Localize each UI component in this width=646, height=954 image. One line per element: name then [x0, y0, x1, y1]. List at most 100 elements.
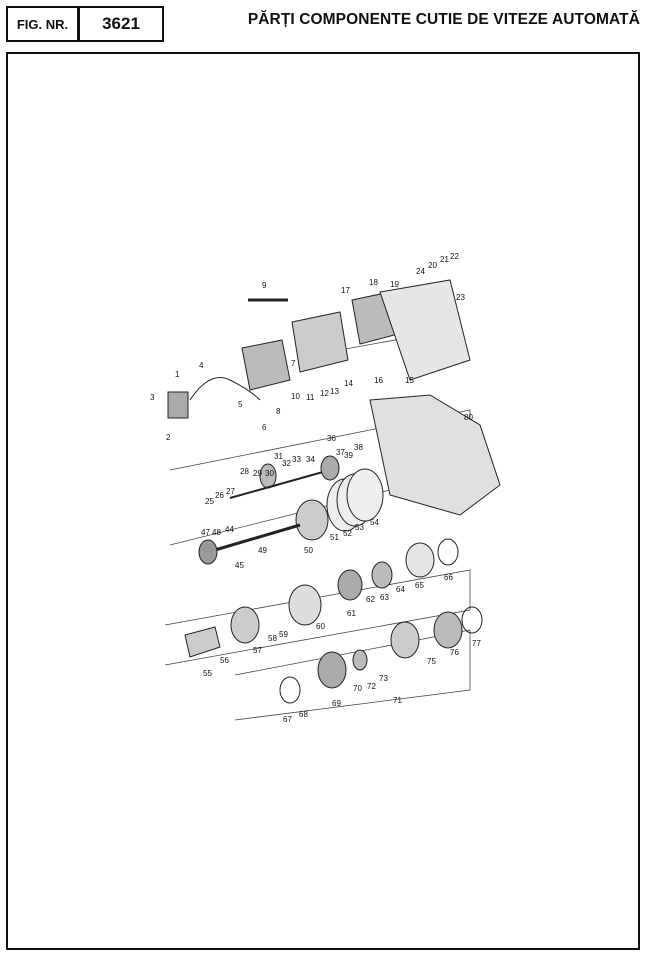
shaft-49 — [214, 523, 301, 552]
callout: 7 — [291, 359, 296, 368]
callout: 50 — [304, 546, 313, 555]
callout: 14 — [344, 379, 353, 388]
gear-61 — [337, 569, 363, 601]
drum-65 — [405, 542, 435, 578]
callout: 66 — [444, 573, 453, 582]
callout: 64 — [396, 585, 405, 594]
callout: 67 — [283, 715, 292, 724]
callout: 5 — [238, 400, 243, 409]
callout: 48 — [212, 528, 221, 537]
callout: 62 — [366, 595, 375, 604]
parts — [167, 279, 501, 704]
gear-70 — [352, 649, 368, 671]
drum-57 — [230, 606, 260, 644]
callout: 33 — [292, 455, 301, 464]
callout: 3 — [150, 393, 155, 402]
callout: 21 — [440, 255, 449, 264]
callout: 54 — [370, 518, 379, 527]
page-title: PĂRȚI COMPONENTE CUTIE DE VITEZE AUTOMAT… — [247, 11, 640, 28]
callout: 10 — [291, 392, 300, 401]
callout: 49 — [258, 546, 267, 555]
callout: 61 — [347, 609, 356, 618]
callout: 20 — [428, 261, 437, 270]
drum-60 — [288, 584, 322, 626]
callout: 37 — [336, 448, 345, 457]
callout: 63 — [380, 593, 389, 602]
callout: 8 — [276, 407, 281, 416]
callout: 57 — [253, 646, 262, 655]
valve-body-lower — [241, 339, 291, 391]
gear-63 — [371, 561, 393, 589]
ring-66 — [437, 538, 459, 566]
callout: 80 — [464, 413, 473, 422]
callout: 51 — [330, 533, 339, 542]
fig-number-value: 3621 — [78, 6, 164, 42]
callout: 39 — [344, 451, 353, 460]
callout: 69 — [332, 699, 341, 708]
hub-36 — [320, 455, 340, 481]
callout: 52 — [343, 529, 352, 538]
callout: 70 — [353, 684, 362, 693]
gear-69 — [317, 651, 347, 689]
callout: 26 — [215, 491, 224, 500]
callout: 53 — [355, 523, 364, 532]
callout: 44 — [225, 525, 234, 534]
callout: 13 — [330, 387, 339, 396]
callout: 11 — [306, 393, 315, 402]
carrier-71 — [390, 621, 420, 659]
wiring-harness — [189, 377, 261, 401]
valve-body-middle — [291, 311, 349, 373]
callout: 32 — [282, 459, 291, 468]
clutch-pack-53 — [346, 468, 384, 522]
callout: 19 — [390, 280, 399, 289]
callout: 58 — [268, 634, 277, 643]
callout: 73 — [379, 674, 388, 683]
callout: 23 — [456, 293, 465, 302]
callout: 77 — [472, 639, 481, 648]
callout: 34 — [306, 455, 315, 464]
callout: 16 — [374, 376, 383, 385]
callout: 30 — [265, 469, 274, 478]
callout: 36 — [327, 434, 336, 443]
callout: 47 — [201, 528, 210, 537]
callout: 59 — [279, 630, 288, 639]
gear-76 — [433, 611, 463, 649]
callout-labels: 1 2 3 4 5 6 7 8 9 10 11 12 13 14 15 16 1… — [150, 252, 481, 724]
callout: 28 — [240, 467, 249, 476]
callout: 45 — [235, 561, 244, 570]
callout: 15 — [405, 376, 414, 385]
callout: 76 — [450, 648, 459, 657]
callout: 6 — [262, 423, 267, 432]
snap-ring-67 — [279, 676, 301, 704]
callout: 22 — [450, 252, 459, 261]
callout: 75 — [427, 657, 436, 666]
callout: 55 — [203, 669, 212, 678]
transmission-case — [369, 394, 501, 516]
callout: 65 — [415, 581, 424, 590]
callout: 1 — [175, 370, 180, 379]
callout: 60 — [316, 622, 325, 631]
callout: 12 — [320, 389, 329, 398]
callout: 38 — [354, 443, 363, 452]
band-lower — [234, 629, 471, 721]
shaft-31 — [229, 469, 331, 499]
snap-ring-77 — [461, 606, 483, 634]
callout: 68 — [299, 710, 308, 719]
callout: 56 — [220, 656, 229, 665]
callout: 71 — [393, 696, 402, 705]
callout: 27 — [226, 487, 235, 496]
callout: 72 — [367, 682, 376, 691]
band-55 — [184, 626, 221, 658]
solenoid-block — [167, 391, 189, 419]
diagram-frame — [6, 52, 640, 950]
callout: 29 — [253, 469, 262, 478]
drum-50 — [295, 499, 329, 541]
callout: 31 — [274, 452, 283, 461]
gear-47 — [198, 539, 218, 565]
callout: 25 — [205, 497, 214, 506]
callout: 24 — [416, 267, 425, 276]
callout: 2 — [166, 433, 171, 442]
callout: 17 — [341, 286, 350, 295]
callout: 18 — [369, 278, 378, 287]
